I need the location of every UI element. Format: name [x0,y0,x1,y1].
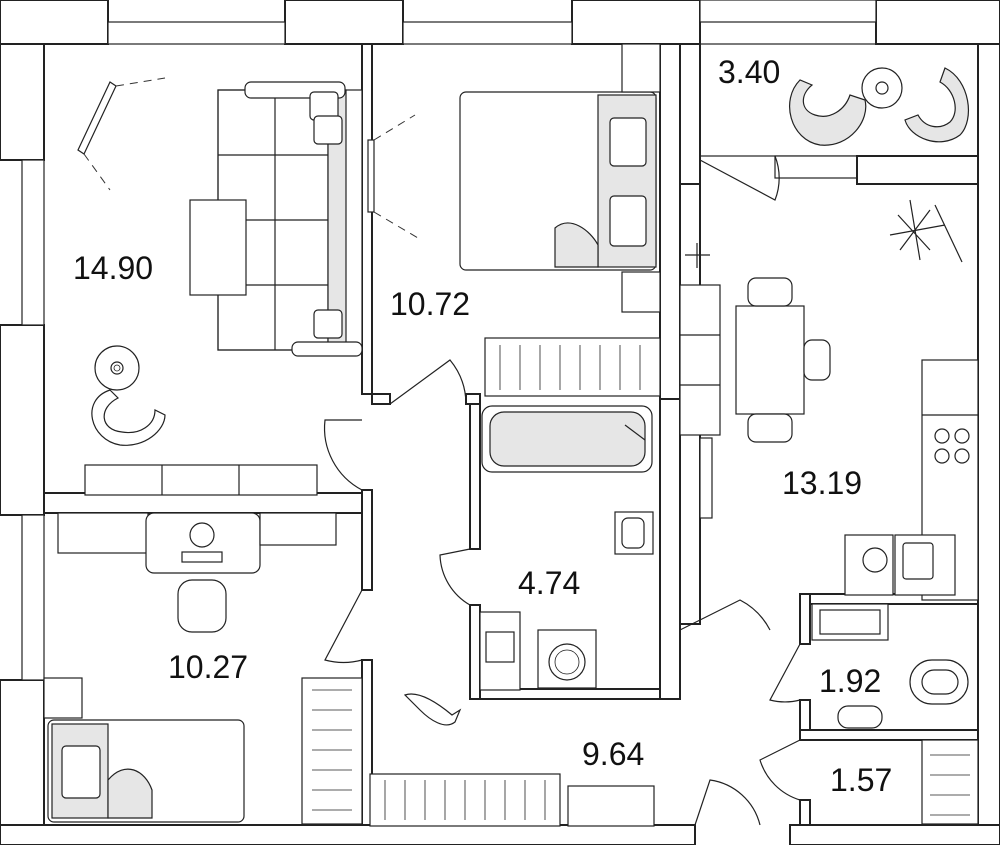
area-label-kitchen: 13.19 [782,465,863,501]
wc-furniture [811,603,979,825]
area-label-balcony: 3.40 [718,54,781,90]
living-furniture [77,77,363,496]
kitchen-furniture [679,199,979,601]
bathroom-furniture [479,405,654,691]
area-label-bedroom: 10.72 [390,286,471,322]
area-label-living: 14.90 [73,250,154,286]
area-label-hall: 9.64 [582,736,645,772]
doors [323,155,801,826]
balcony-furniture [789,67,969,146]
hall-furniture [369,693,655,827]
child-room-furniture [43,512,363,825]
bedroom-furniture [367,43,661,397]
area-label-storage: 1.57 [830,762,893,798]
area-label-wc: 1.92 [819,663,882,699]
area-label-bathroom: 4.74 [518,565,581,601]
area-label-child-room: 10.27 [168,649,249,685]
